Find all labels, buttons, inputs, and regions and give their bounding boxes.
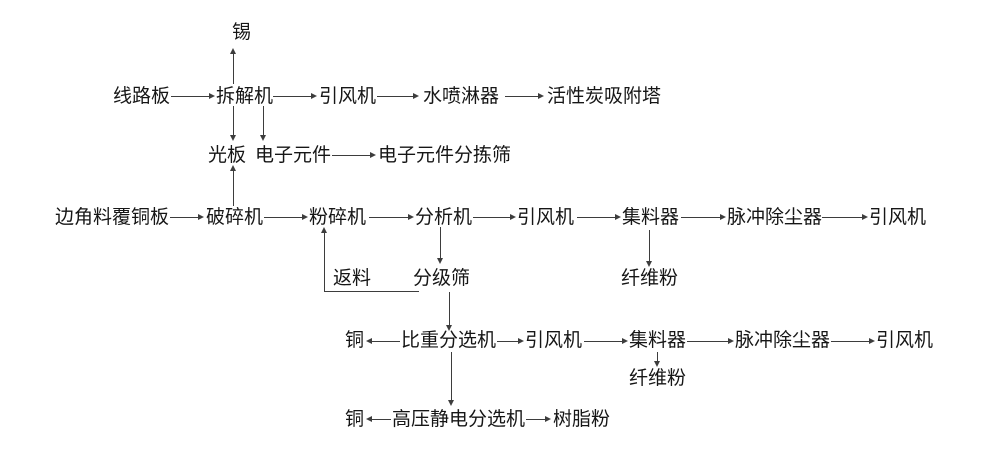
node-fiber-powder-lower: 纤维粉: [629, 367, 687, 389]
node-copper-electrostatic: 铜: [345, 408, 365, 430]
arrowhead-down-icon: [654, 361, 660, 367]
arrowhead-right-icon: [518, 338, 524, 344]
arrowhead-right-icon: [538, 93, 544, 99]
edge-pulsemid-fanmidend: [822, 217, 862, 218]
node-component-sorting-sieve: 电子元件分拣筛: [378, 144, 512, 166]
arrowhead-right-icon: [311, 93, 317, 99]
arrowhead-down-icon: [230, 135, 236, 141]
node-fiber-powder-mid: 纤维粉: [621, 267, 679, 289]
arrowhead-right-icon: [413, 93, 419, 99]
node-fan-lower-end: 引风机: [876, 329, 934, 351]
edge-collectormid-pulsemid: [681, 217, 720, 218]
node-analyzer: 分析机: [415, 206, 473, 228]
node-circuit-board: 线路板: [113, 85, 171, 107]
edge-collectorlower-pulselower: [687, 341, 728, 342]
edge-electrostatic-copper: [372, 419, 391, 420]
node-tin: 锡: [232, 21, 252, 43]
arrowhead-left-icon: [366, 338, 372, 344]
arrowhead-up-icon: [230, 165, 236, 171]
edge-analyzer-gradingsieve: [440, 227, 441, 258]
node-resin-powder: 树脂粉: [553, 408, 611, 430]
arrowhead-right-icon: [862, 214, 868, 220]
node-crusher: 破碎机: [206, 206, 264, 228]
node-collector-lower: 集料器: [629, 329, 687, 351]
edge-waterspray-carbontower: [505, 96, 538, 97]
edge-gravityseparator-fanlower: [497, 341, 518, 342]
edge-gravityseparator-electrostatic: [451, 352, 452, 400]
arrowhead-right-icon: [408, 214, 414, 220]
edge-fanlower-collectorlower: [584, 341, 622, 342]
node-water-spray: 水喷淋器: [423, 85, 500, 107]
edge-fanmid-collectormid: [577, 217, 615, 218]
edge-dismantler-tin: [233, 54, 234, 84]
edge-crusher-pulverizer: [264, 217, 302, 218]
edge-dismantler-bareboard: [233, 106, 234, 135]
arrowhead-right-icon: [869, 338, 875, 344]
edge-return-loop-horizontal: [324, 291, 419, 292]
arrowhead-right-icon: [209, 93, 215, 99]
edge-return-loop-vertical: [324, 233, 325, 291]
node-return-material: 返料: [333, 267, 372, 289]
node-activated-carbon-tower: 活性炭吸附塔: [547, 85, 662, 107]
arrowhead-down-icon: [260, 135, 266, 141]
edge-crusher-bareboard: [233, 171, 234, 206]
edge-gradingsieve-gravityseparator: [449, 292, 450, 325]
arrowhead-down-icon: [646, 261, 652, 267]
arrowhead-right-icon: [510, 214, 516, 220]
edge-circuitboard-dismantler: [171, 96, 209, 97]
node-collector-mid: 集料器: [622, 206, 680, 228]
edge-gravityseparator-copper: [372, 341, 400, 342]
node-bare-board: 光板: [208, 144, 247, 166]
arrowhead-right-icon: [622, 338, 628, 344]
edge-pulselower-fanlowerend: [831, 341, 869, 342]
node-pulse-dust-collector-lower: 脉冲除尘器: [735, 329, 831, 351]
edge-collectormid-fiberpowder: [649, 230, 650, 261]
arrowhead-down-icon: [446, 325, 452, 331]
node-copper-gravity: 铜: [345, 329, 365, 351]
node-electronic-components: 电子元件: [255, 144, 332, 166]
edge-scrap-crusher: [170, 217, 198, 218]
node-scrap-copper-clad-board: 边角料覆铜板: [55, 206, 170, 228]
arrowhead-right-icon: [720, 214, 726, 220]
edge-pulverizer-analyzer: [369, 217, 408, 218]
node-dismantler: 拆解机: [216, 85, 274, 107]
arrowhead-right-icon: [198, 214, 204, 220]
arrowhead-down-icon: [448, 400, 454, 406]
arrowhead-right-icon: [728, 338, 734, 344]
arrowhead-up-icon: [230, 48, 236, 54]
node-grading-sieve: 分级筛: [413, 267, 471, 289]
node-pulverizer: 粉碎机: [309, 206, 367, 228]
edge-dismantler-fantop: [273, 96, 311, 97]
edge-collectorlower-fiberpowder: [657, 352, 658, 361]
edge-analyzer-fanmid: [473, 217, 510, 218]
edge-dismantler-components: [263, 106, 264, 135]
arrowhead-right-icon: [302, 214, 308, 220]
edge-electrostatic-resinpowder: [526, 419, 545, 420]
node-fan-lower: 引风机: [525, 329, 583, 351]
edge-components-sortingsieve: [332, 155, 370, 156]
node-fan-top: 引风机: [319, 85, 377, 107]
node-fan-mid: 引风机: [517, 206, 575, 228]
edge-fantop-waterspray: [377, 96, 413, 97]
arrowhead-down-icon: [437, 258, 443, 264]
node-fan-mid-end: 引风机: [869, 206, 927, 228]
arrowhead-right-icon: [615, 214, 621, 220]
arrowhead-left-icon: [366, 416, 372, 422]
node-gravity-separator: 比重分选机: [401, 329, 497, 351]
arrowhead-up-icon: [321, 227, 327, 233]
arrowhead-right-icon: [370, 152, 376, 158]
arrowhead-right-icon: [545, 416, 551, 422]
node-electrostatic-separator: 高压静电分选机: [392, 408, 526, 430]
node-pulse-dust-collector-mid: 脉冲除尘器: [727, 206, 823, 228]
